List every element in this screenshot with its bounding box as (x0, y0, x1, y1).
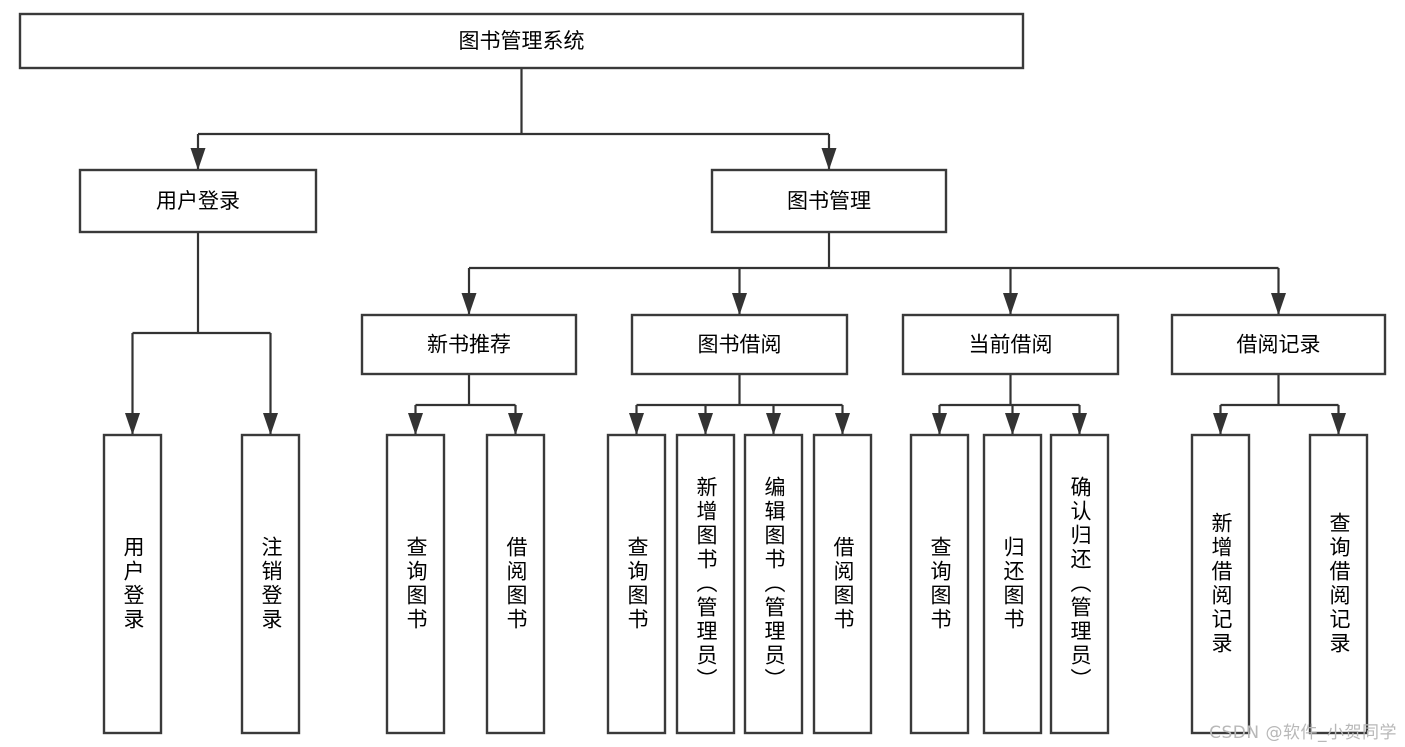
leaf-node-box (102, 433, 163, 735)
leaf-node-box (1190, 433, 1251, 735)
arrow-down-to-leaf (1005, 413, 1020, 435)
arrow-down-to-leaf (125, 413, 140, 435)
arrow-down-to-借阅记录 (1271, 293, 1286, 315)
level3-node-box (630, 313, 849, 376)
level3-node-label: 借阅记录 (1237, 333, 1321, 357)
leaf-node-box (606, 433, 667, 735)
node-leaf-11-新增借阅记录[interactable] (1192, 435, 1249, 733)
arrow-down-to-leaf (1331, 413, 1346, 435)
node-level2-图书管理[interactable] (712, 170, 946, 232)
connector-layer (125, 68, 1346, 435)
arrow-down-to-leaf (408, 413, 423, 435)
leaf-node-box (1308, 433, 1369, 735)
node-level2-用户登录[interactable] (80, 170, 316, 232)
node-leaf-7-借阅图书[interactable] (814, 435, 871, 733)
arrow-down-to-leaf (508, 413, 523, 435)
node-leaf-0-用户登录[interactable] (104, 435, 161, 733)
leaf-node-box (909, 433, 970, 735)
node-leaf-1-注销登录[interactable] (242, 435, 299, 733)
node-level3-借阅记录[interactable] (1172, 315, 1385, 374)
node-leaf-10-确认归还（管理员）[interactable] (1051, 435, 1108, 733)
node-root-图书管理系统[interactable] (20, 14, 1023, 68)
node-leaf-5-新增图书（管理员）[interactable] (677, 435, 734, 733)
level2-node-label: 图书管理 (787, 189, 871, 213)
level3-node-box (901, 313, 1120, 376)
node-leaf-3-借阅图书[interactable] (487, 435, 544, 733)
leaf-node-box (812, 433, 873, 735)
leaf-node-box (743, 433, 804, 735)
level2-node-label: 用户登录 (156, 189, 240, 213)
arrow-down-to-leaf (698, 413, 713, 435)
node-leaf-9-归还图书[interactable] (984, 435, 1041, 733)
root-node-label: 图书管理系统 (459, 29, 585, 53)
leaf-node-box (485, 433, 546, 735)
arrow-down-to-leaf (766, 413, 781, 435)
node-level3-当前借阅[interactable] (903, 315, 1118, 374)
level3-node-label: 新书推荐 (427, 333, 511, 357)
node-leaf-2-查询图书[interactable] (387, 435, 444, 733)
node-level3-图书借阅[interactable] (632, 315, 847, 374)
arrow-down-to-leaf (1072, 413, 1087, 435)
arrow-down-to-新书推荐 (461, 293, 477, 315)
arrow-down-to-leaf (1213, 413, 1228, 435)
level3-node-box (360, 313, 578, 376)
arrow-down-to-leaf (263, 413, 278, 435)
arrow-down-to-当前借阅 (1003, 293, 1018, 315)
arrow-down-to-leaf (932, 413, 947, 435)
arrow-down-to-leaf (835, 413, 850, 435)
leaf-node-box (385, 433, 446, 735)
leaf-node-box (1049, 433, 1110, 735)
root-node-box (18, 12, 1025, 70)
arrow-down-to-用户登录 (190, 148, 206, 170)
node-leaf-8-查询图书[interactable] (911, 435, 968, 733)
arrow-down-to-图书管理 (821, 148, 837, 170)
node-leaf-4-查询图书[interactable] (608, 435, 665, 733)
level3-node-box (1170, 313, 1387, 376)
csdn-watermark: CSDN @软件_小贺同学 (1209, 723, 1397, 743)
node-box-layer (18, 12, 1387, 735)
arrow-down-to-leaf (629, 413, 644, 435)
leaf-node-box (675, 433, 736, 735)
leaf-node-box (982, 433, 1043, 735)
node-level3-新书推荐[interactable] (362, 315, 576, 374)
node-leaf-6-编辑图书（管理员）[interactable] (745, 435, 802, 733)
node-leaf-12-查询借阅记录[interactable] (1310, 435, 1367, 733)
arrow-down-to-图书借阅 (732, 293, 747, 315)
level2-node-box (710, 168, 948, 234)
level2-node-box (78, 168, 318, 234)
leaf-node-box (240, 433, 301, 735)
level3-node-label: 当前借阅 (969, 333, 1053, 357)
level3-node-label: 图书借阅 (698, 333, 782, 357)
